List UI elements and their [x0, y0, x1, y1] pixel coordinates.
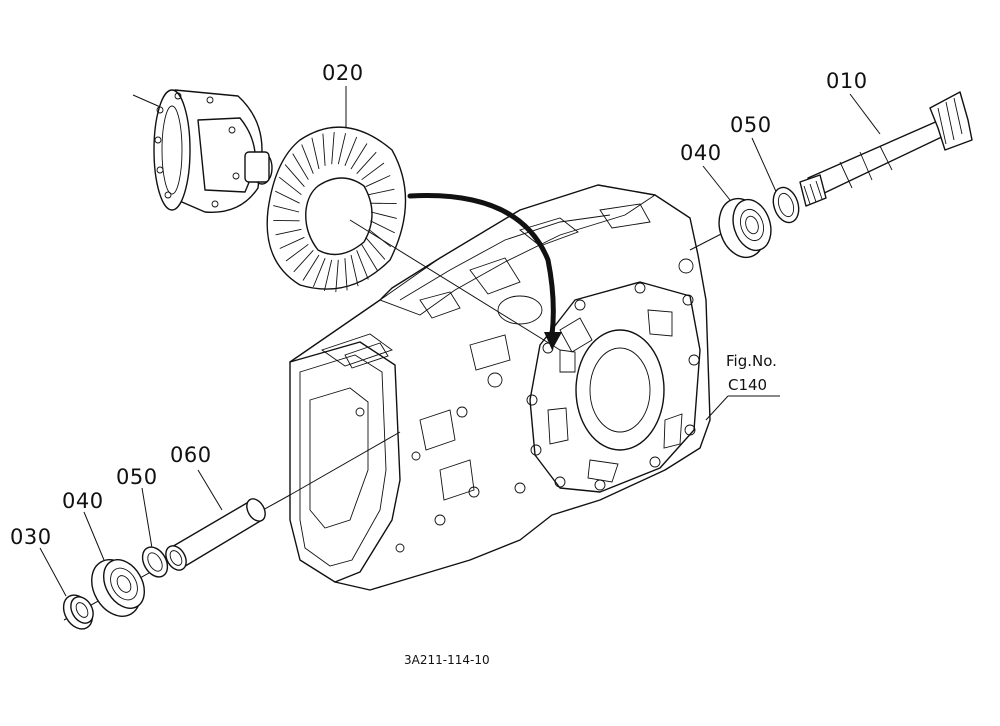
gear-tooth [365, 175, 391, 188]
part-label-010: 010 [826, 69, 868, 93]
gear-tooth [293, 249, 314, 273]
spacer-lower [141, 487, 169, 578]
gear-tooth [302, 254, 320, 281]
gear-tooth [350, 143, 368, 170]
gear-tooth [337, 133, 347, 165]
part-label-040-upper: 040 [680, 141, 722, 165]
part-label-030: 030 [10, 525, 52, 549]
gear-tooth [370, 220, 395, 234]
gear-tooth [273, 205, 300, 213]
gear-tooth [331, 131, 335, 165]
gear-tooth [361, 162, 385, 181]
part-label-050-lower: 050 [116, 465, 158, 489]
part-label-050-upper: 050 [730, 113, 772, 137]
part-label-060: 060 [170, 443, 212, 467]
oil-seal [39, 547, 94, 630]
spacer-upper [751, 137, 800, 224]
transmission-case [289, 184, 780, 591]
part-label-040-lower: 040 [62, 489, 104, 513]
gear-tooth [279, 236, 305, 249]
gear-tooth [365, 237, 386, 260]
gear-tooth [368, 188, 395, 196]
gear-tooth [311, 137, 320, 170]
gear-tooth [344, 258, 348, 291]
gear-tooth [361, 244, 378, 271]
gear-tooth [301, 144, 314, 174]
figure-ref-line1: Fig.No. [726, 352, 777, 370]
gear-tooth [370, 211, 397, 219]
gear-tooth [284, 164, 305, 187]
figure-ref-line2: C140 [728, 376, 767, 394]
gear-tooth [278, 176, 302, 196]
pinion-shaft [799, 91, 973, 207]
differential-case [132, 89, 273, 213]
gear-tooth [275, 190, 300, 204]
gear-tooth [344, 136, 358, 166]
assembly-arrow-head [544, 332, 562, 350]
gear-tooth [335, 259, 339, 293]
part-label-020: 020 [322, 61, 364, 85]
gear-tooth [285, 243, 309, 262]
bearing-upper [689, 165, 772, 259]
gear-tooth [275, 228, 302, 236]
gear-tooth [356, 151, 377, 175]
gear-tooth [322, 133, 326, 166]
diagram-code: 3A211-114-10 [404, 653, 490, 667]
gear-tooth [323, 259, 333, 291]
ring-gear [266, 86, 407, 293]
assembly-arrow [407, 193, 556, 338]
gear-tooth [350, 254, 359, 287]
gear-tooth [312, 258, 326, 288]
bearing-lower [83, 511, 145, 617]
collar [165, 469, 266, 571]
gear-tooth [356, 250, 369, 280]
gear-tooth [292, 153, 309, 180]
